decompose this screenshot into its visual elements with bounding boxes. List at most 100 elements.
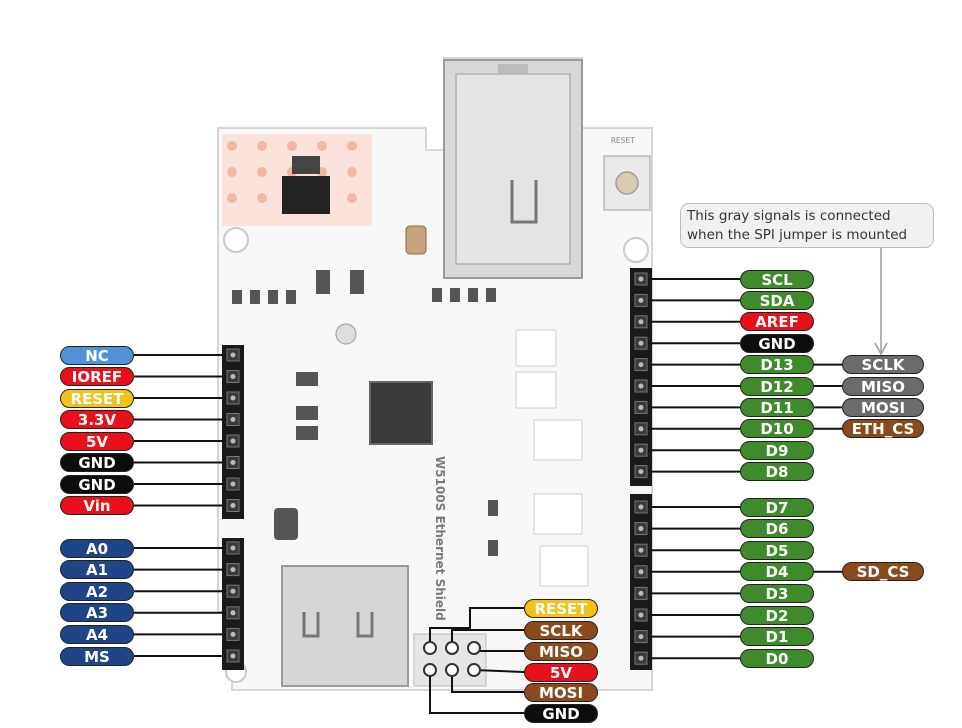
w5100s-chip [369,381,433,445]
header-pin-hole [638,504,644,510]
icsp-label-5v: 5V [524,662,598,682]
pin-label-mosi: MOSI [842,397,924,417]
header-pin-hole [638,590,644,596]
icsp-pin [423,641,437,655]
header-pin-hole [638,655,644,661]
header-pin-hole [230,503,236,508]
pin-label-gnd: GND [740,333,814,353]
header-pin-hole [230,460,236,465]
header-pin-hole [230,631,236,637]
pin-label-d8: D8 [740,462,814,482]
pin-label-d13: D13 [740,355,814,375]
header-pin-hole [638,612,644,618]
right-lower-header-strip [630,494,652,670]
header-pin-hole [638,340,644,346]
header-pin-hole [638,426,644,432]
header-pin-hole [230,545,236,551]
icsp-connector-line [473,669,525,673]
pin-label-d10: D10 [740,419,814,439]
header-pin-hole [638,547,644,553]
header-pin-hole [230,352,236,358]
pin-label-ioref: IOREF [60,367,134,386]
pin-label-sd-cs: SD_CS [842,562,924,582]
pin-label-d3: D3 [740,583,814,603]
mounting-hole [623,237,649,263]
icsp-label-sclk: SCLK [524,620,598,640]
icsp-connector-line [429,670,524,714]
left-power-header-strip [222,345,244,519]
pin-label-a3: A3 [60,603,134,623]
pin-label-d0: D0 [740,648,814,668]
header-pin-hole [638,276,644,282]
pin-label-a4: A4 [60,624,134,644]
icsp-pin [445,663,459,677]
pin-label-d9: D9 [740,440,814,460]
pin-label-vin: Vin [60,496,134,515]
pin-label-eth-cs: ETH_CS [842,419,924,439]
connector-lines [134,278,842,714]
icsp-pin [467,641,481,655]
header-pin-hole [230,567,236,573]
callout-line-2: when the SPI jumper is mounted [687,227,908,243]
pin-label-d1: D1 [740,627,814,647]
header-pin-hole [638,569,644,575]
icsp-pin [467,663,481,677]
voltage-regulator [282,176,330,214]
pin-label-d11: D11 [740,397,814,417]
header-pin-hole [638,383,644,389]
board-title-silk: W5100S Ethernet Shield [433,456,447,621]
pin-label-d12: D12 [740,376,814,396]
pin-label-reset: RESET [60,388,134,408]
icsp-label-gnd: GND [524,703,598,723]
header-pin-hole [230,610,236,616]
icsp-label-mosi: MOSI [524,682,598,702]
header-pin-hole [230,395,236,401]
header-pin-hole [230,374,236,379]
pin-label-sda: SDA [740,290,814,310]
pin-label-ms: MS [60,646,134,666]
header-pin-hole [638,297,644,303]
header-pin-hole [638,469,644,475]
header-pin-hole [638,362,644,368]
header-pin-hole [638,404,644,410]
sd-card-slot [281,565,409,687]
pin-label-a0: A0 [60,538,134,558]
pin-label-aref: AREF [740,312,814,332]
pin-label-d6: D6 [740,519,814,539]
pin-label-scl: SCL [740,269,814,289]
header-pin-hole [230,438,236,444]
pin-label-miso: MISO [842,376,924,396]
header-pin-hole [638,526,644,532]
pin-label-d7: D7 [740,497,814,517]
pin-label-gnd: GND [60,453,134,472]
pin-label-gnd: GND [60,474,134,494]
callout-line-1: This gray signals is connected [687,208,891,224]
pin-label-3-3v: 3.3V [60,410,134,429]
icsp-pin [423,663,437,677]
pin-label-a2: A2 [60,581,134,601]
icsp-label-reset: RESET [524,598,598,618]
icsp-connector-line [429,607,524,648]
pin-label-sclk: SCLK [842,355,924,375]
pin-label-d5: D5 [740,540,814,560]
pin-label-5v: 5V [60,431,134,451]
pin-label-a1: A1 [60,560,134,580]
header-pin-hole [638,447,644,453]
header-pin-hole [230,417,236,422]
header-pin-hole [638,319,644,325]
header-pin-hole [230,481,236,487]
pin-label-nc: NC [60,345,134,365]
icsp-connector-line [451,670,524,693]
header-pins [226,272,648,677]
icsp-label-miso: MISO [524,641,598,661]
header-pin-hole [638,634,644,640]
header-pin-hole [230,588,236,594]
pin-label-d4: D4 [740,562,814,582]
mounting-hole [223,227,249,253]
icsp-pin [445,641,459,655]
header-pin-hole [230,653,236,659]
reset-button-silk: RESET [611,136,635,145]
spi-jumper-callout: This gray signals is connected when the … [680,203,934,248]
shield-board [217,57,653,691]
